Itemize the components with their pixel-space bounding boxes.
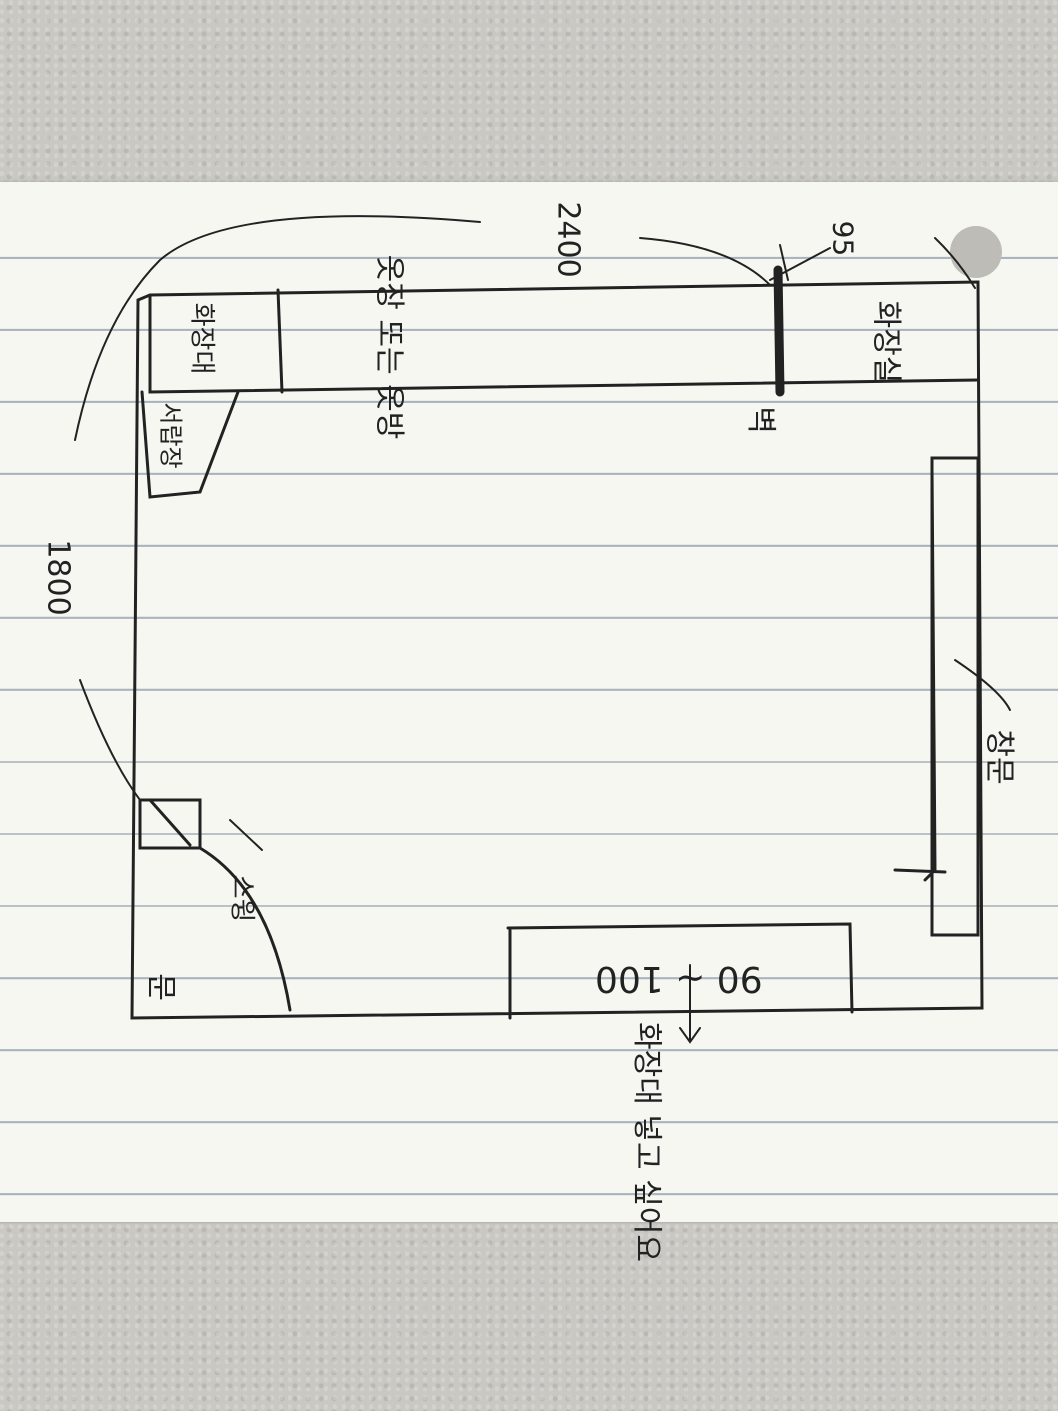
punch-hole — [950, 226, 1002, 278]
door-symbol — [138, 798, 202, 850]
dim-top-width: 2400 — [550, 201, 586, 278]
room-outline — [130, 280, 984, 1020]
label-door-swing: 스윙 — [226, 874, 257, 923]
closet-divider — [276, 288, 284, 394]
paper-card — [0, 182, 1058, 1222]
label-bed: 90 ~ 100 — [595, 958, 763, 999]
label-dressing-table: 화장대 — [186, 302, 217, 375]
door-swing-arc — [198, 846, 292, 1012]
drawers-box — [140, 390, 240, 499]
label-bathroom: 화장실 — [868, 300, 904, 384]
label-bed-note: 화장대 넣고 싶어요 — [628, 1022, 664, 1262]
dim-top-height: 95 — [826, 220, 860, 257]
label-door: 문 — [142, 973, 178, 1001]
wall-mark — [773, 265, 785, 397]
label-wall: 벽 — [742, 406, 778, 434]
window-strip — [893, 456, 980, 937]
label-closet: 옷장 또는 옷방 — [371, 254, 407, 440]
top-band — [148, 293, 980, 394]
dim-side: 1800 — [40, 539, 76, 616]
label-window: 창문 — [981, 729, 1017, 785]
bed-rect — [506, 922, 854, 1020]
label-drawers: 서랍장 — [156, 402, 185, 469]
